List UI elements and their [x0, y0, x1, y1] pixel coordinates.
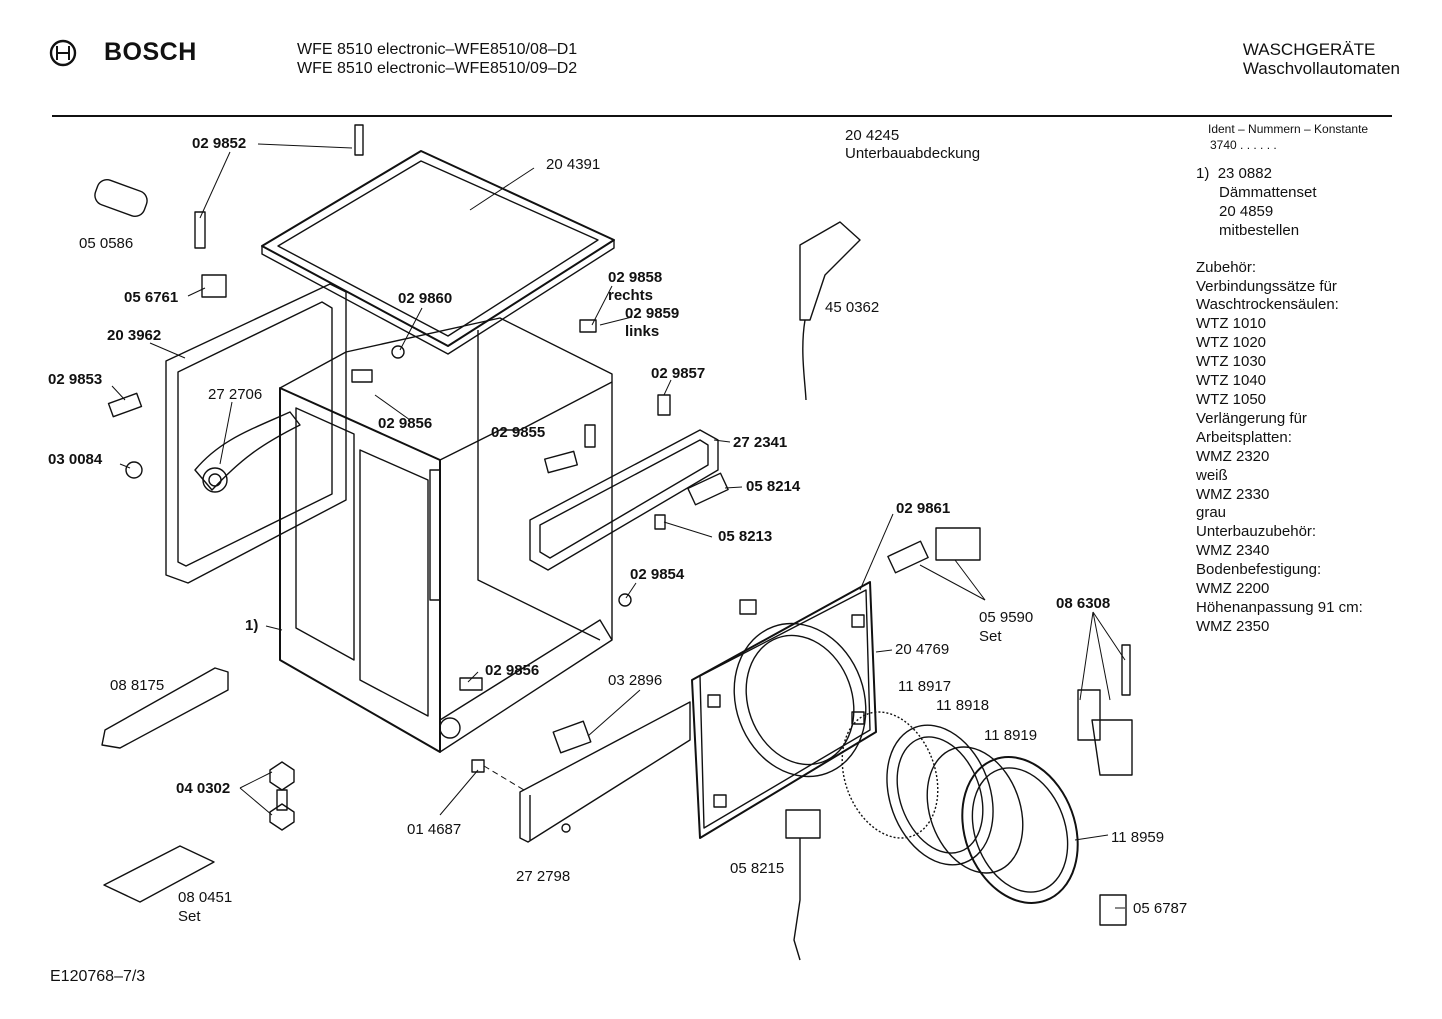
front-panel-drawing [691, 581, 877, 839]
note-1-line2: Dämmattenset [1219, 183, 1317, 201]
part-label-203962: 20 3962 [107, 327, 162, 344]
part-label-118919: 11 8919 [984, 727, 1038, 744]
part-label-272341: 27 2341 [733, 434, 788, 451]
part-label-118959: 11 8959 [1111, 829, 1165, 846]
part-label-029853: 02 9853 [48, 371, 103, 388]
model-title-line1: WFE 8510 electronic–WFE8510/08–D1 [297, 41, 578, 58]
part-label-029852: 02 9852 [192, 135, 247, 152]
part-label-058215: 05 8215 [730, 860, 785, 877]
part-label-272798: 27 2798 [516, 868, 571, 885]
part-label-029855: 02 9855 [491, 424, 546, 441]
accessory-line: WTZ 1050 [1196, 390, 1267, 408]
ident-value: 3740 . . . . . . [1210, 138, 1277, 152]
part-desc-080451: Set [178, 908, 201, 925]
header-divider [52, 115, 1392, 117]
note-1-line3: 20 4859 [1219, 202, 1274, 220]
part-label-088175: 08 8175 [110, 677, 165, 694]
accessory-line: WTZ 1040 [1196, 372, 1267, 390]
part-label-059590: 05 9590 [979, 609, 1034, 626]
top-cover-drawing [261, 150, 615, 355]
accessory-line: Bodenbefestigung: [1196, 561, 1322, 579]
part-desc-029859: links [625, 323, 660, 340]
part-label-086308: 08 6308 [1056, 595, 1111, 612]
accessory-line: WTZ 1010 [1196, 315, 1267, 333]
part-label-204245: 20 4245 [845, 127, 900, 144]
part-label-note-1: 1) [245, 617, 259, 634]
category-line2: Waschvollautomaten [1242, 59, 1400, 78]
notes-panel: 1) 23 0882 Dämmattenset 20 4859 mitbeste… [1196, 165, 1363, 637]
part-label-029857: 02 9857 [651, 365, 706, 382]
part-label-058214: 05 8214 [746, 478, 801, 495]
part-label-204769: 20 4769 [895, 641, 950, 658]
bosch-armature-icon [49, 39, 77, 67]
part-label-014687: 01 4687 [407, 821, 462, 838]
note-1: 1) 23 0882 [1196, 165, 1363, 184]
accessory-line: Höhenanpassung 91 cm: [1196, 598, 1363, 616]
note-1-marker: 1) [1196, 165, 1210, 182]
note-1-line1: 23 0882 [1217, 165, 1272, 182]
part-desc-204245: Unterbauabdeckung [845, 145, 981, 162]
category-line1: WASCHGERÄTE [1242, 40, 1376, 59]
accessory-line: Zubehör: [1196, 258, 1257, 276]
control-bracket-drawing [529, 429, 729, 571]
part-label-032896: 03 2896 [608, 672, 663, 689]
accessory-line: WTZ 1030 [1196, 353, 1267, 371]
leader-lines [111, 143, 1126, 909]
part-label-056787: 05 6787 [1133, 900, 1188, 917]
part-label-272706: 27 2706 [208, 386, 263, 403]
part-label-029858: 02 9858 [608, 269, 663, 286]
part-label-029856-upper: 02 9856 [378, 415, 433, 432]
part-label-118917: 11 8917 [898, 678, 952, 695]
part-label-040302: 04 0302 [176, 780, 231, 797]
side-panel-drawing [165, 283, 347, 584]
accessory-line: WTZ 1020 [1196, 334, 1267, 352]
brand-name: BOSCH [104, 38, 197, 66]
part-label-450362: 45 0362 [825, 299, 880, 316]
part-desc-059590: Set [979, 628, 1002, 645]
accessory-line: weiß [1196, 466, 1228, 484]
part-label-118918: 11 8918 [936, 697, 990, 714]
cabinet-frame-drawing [279, 317, 613, 753]
part-label-029861: 02 9861 [896, 500, 951, 517]
accessory-line: Waschtrockensäulen: [1196, 296, 1339, 314]
accessory-line: Verlängerung für [1196, 409, 1307, 427]
part-label-029859: 02 9859 [625, 305, 680, 322]
model-title: WFE 8510 electronic–WFE8510/08–D1 WFE 85… [297, 40, 577, 78]
part-desc-029858: rechts [608, 287, 654, 304]
accessory-line: grau [1196, 504, 1227, 522]
ident-header: Ident – Nummern – Konstante [1208, 122, 1369, 136]
note-1-line4: mitbestellen [1219, 221, 1300, 239]
part-label-050586: 05 0586 [79, 235, 134, 252]
door-rings-drawing [841, 711, 1079, 904]
part-label-056761: 05 6761 [124, 289, 179, 306]
part-label-030084: 03 0084 [48, 451, 103, 468]
plinth-drawing [519, 701, 691, 843]
accessory-line: Unterbauzubehör: [1196, 523, 1317, 541]
part-label-058213: 05 8213 [718, 528, 773, 545]
accessory-line: WMZ 2320 [1196, 447, 1270, 465]
part-label-080451: 08 0451 [178, 889, 233, 906]
category-title: WASCHGERÄTE Waschvollautomaten [1243, 40, 1400, 78]
accessory-line: Verbindungssätze für [1196, 277, 1337, 295]
drawing-id: E120768–7/3 [50, 968, 146, 985]
part-label-029860: 02 9860 [398, 290, 453, 307]
part-label-029856-lower: 02 9856 [485, 662, 540, 679]
accessory-line: WMZ 2330 [1196, 485, 1270, 503]
part-label-204391: 20 4391 [546, 156, 601, 173]
accessory-line: Arbeitsplatten: [1196, 428, 1292, 446]
small-parts-drawing [94, 124, 1133, 961]
part-label-029854: 02 9854 [630, 566, 685, 583]
accessory-line: WMZ 2350 [1196, 617, 1270, 635]
model-title-line2: WFE 8510 electronic–WFE8510/09–D2 [297, 60, 578, 77]
accessory-line: WMZ 2200 [1196, 580, 1270, 598]
accessory-line: WMZ 2340 [1196, 542, 1270, 560]
